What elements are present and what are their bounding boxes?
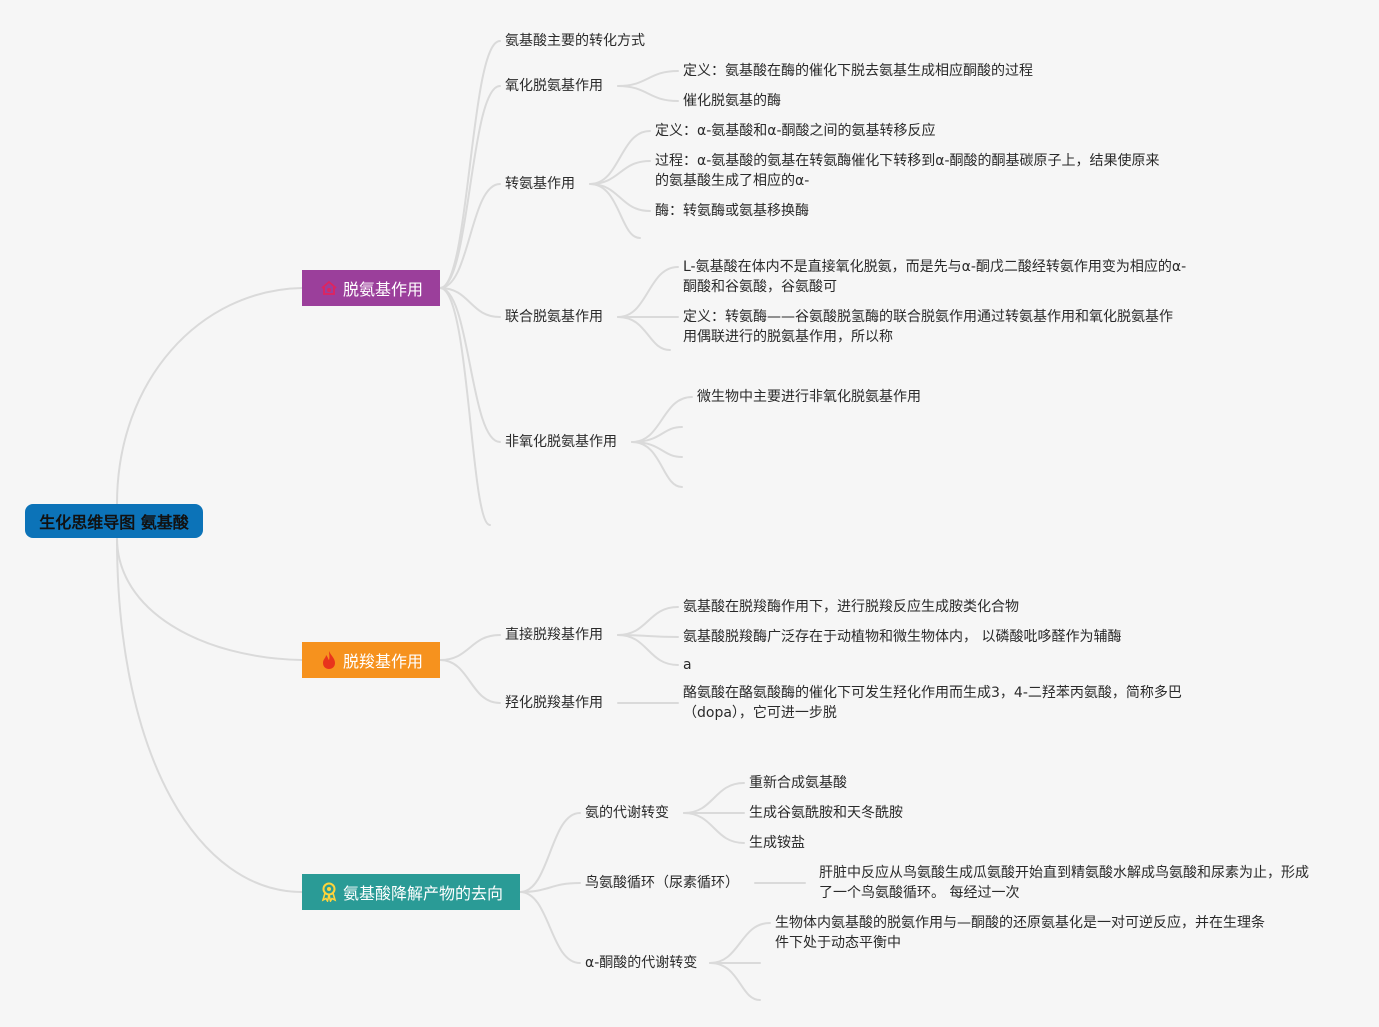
- leaf-transamination-process[interactable]: 过程：α-氨基酸的氨基在转氨酶催化下转移到α-酮酸的酮基碳原子上，结果使原来的氨…: [655, 153, 1160, 189]
- topic-oxidative-deamination[interactable]: 氧化脱氨基作用: [505, 78, 603, 94]
- link-b1-c5: [439, 287, 501, 443]
- leaf-tyrosinase-dopa[interactable]: 酪氨酸在酪氨酸酶的催化下可发生羟化作用而生成3，4-二羟苯丙氨酸，简称多巴（do…: [683, 685, 1182, 721]
- branch-deamination[interactable]: 脱氨基作用: [302, 270, 440, 306]
- leaf-ammonium-salt[interactable]: 生成铵盐: [749, 835, 805, 851]
- leaf-keto-acid-equilibrium[interactable]: 生物体内氨基酸的脱氨作用与—酮酸的还原氨基化是一对可逆反应，并在生理条件下处于动…: [775, 915, 1265, 951]
- leaf-non-oxidative-microbes[interactable]: 微生物中主要进行非氧化脱氨基作用: [697, 389, 921, 405]
- topic-ornithine-cycle[interactable]: 鸟氨酸循环（尿素循环）: [585, 875, 739, 891]
- link-b1-c4: [439, 287, 501, 318]
- house-icon: [319, 278, 339, 298]
- root-node[interactable]: 生化思维导图 氨基酸: [25, 504, 203, 538]
- link-root-b1: [116, 287, 303, 505]
- award-icon: [319, 882, 339, 902]
- leaf-ornithine-cycle-description[interactable]: 肝脏中反应从鸟氨酸生成瓜氨酸开始直到精氨酸水解成鸟氨酸和尿素为止，形成了一个鸟氨…: [819, 865, 1309, 901]
- leaf-combined-definition[interactable]: 定义：转氨酶——谷氨酸脱氢酶的联合脱氨作用通过转氨基作用和氧化脱氨基作用偶联进行…: [683, 309, 1173, 345]
- leaf-combined-description[interactable]: L-氨基酸在体内不是直接氧化脱氨，而是先与α-酮戊二酸经转氨作用变为相应的α-酮…: [683, 259, 1187, 295]
- leaf-transamination-enzyme[interactable]: 酶：转氨酶或氨基移换酶: [655, 203, 809, 219]
- leaf-decarboxylase-distribution[interactable]: 氨基酸脱羧酶广泛存在于动植物和微生物体内， 以磷酸吡哆醛作为辅酶: [683, 629, 1122, 645]
- branch-decarboxylation[interactable]: 脱羧基作用: [302, 642, 440, 678]
- topic-ammonia-metabolism[interactable]: 氨的代谢转变: [585, 805, 669, 821]
- leaf-oxidative-enzyme[interactable]: 催化脱氨基的酶: [683, 93, 781, 109]
- link-b1-c1: [439, 40, 501, 289]
- leaf-decarboxylase-reaction[interactable]: 氨基酸在脱羧酶作用下，进行脱羧反应生成胺类化合物: [683, 599, 1019, 615]
- leaf-transamination-definition[interactable]: 定义：α-氨基酸和α-酮酸之间的氨基转移反应: [655, 123, 936, 139]
- topic-main-conversion[interactable]: 氨基酸主要的转化方式: [505, 33, 645, 49]
- link-root-b2: [116, 537, 303, 661]
- topic-direct-decarboxylation[interactable]: 直接脱羧基作用: [505, 627, 603, 643]
- branch-degradation-products[interactable]: 氨基酸降解产物的去向: [302, 874, 520, 910]
- leaf-oxidative-definition[interactable]: 定义：氨基酸在酶的催化下脱去氨基生成相应酮酸的过程: [683, 63, 1033, 79]
- flame-icon: [319, 650, 339, 670]
- topic-keto-acid-metabolism[interactable]: α-酮酸的代谢转变: [585, 955, 698, 971]
- topic-combined-deamination[interactable]: 联合脱氨基作用: [505, 309, 603, 325]
- topic-hydroxylation-decarboxylation[interactable]: 羟化脱羧基作用: [505, 695, 603, 711]
- branch-label: 脱氨基作用: [342, 280, 423, 299]
- leaf-decarboxylase-note[interactable]: a: [683, 657, 692, 673]
- link-root-b3: [116, 537, 303, 893]
- branch-label: 脱羧基作用: [342, 652, 423, 671]
- branch-label: 氨基酸降解产物的去向: [342, 884, 503, 903]
- link-b1-c2: [439, 85, 501, 289]
- link-b1-c6: [439, 287, 491, 526]
- leaf-glutamine-asparagine[interactable]: 生成谷氨酰胺和天冬酰胺: [749, 805, 903, 821]
- link-b1-c3: [439, 183, 501, 289]
- topic-non-oxidative-deamination[interactable]: 非氧化脱氨基作用: [505, 434, 617, 450]
- leaf-resynthesize-amino-acid[interactable]: 重新合成氨基酸: [749, 775, 847, 791]
- topic-transamination[interactable]: 转氨基作用: [505, 176, 575, 192]
